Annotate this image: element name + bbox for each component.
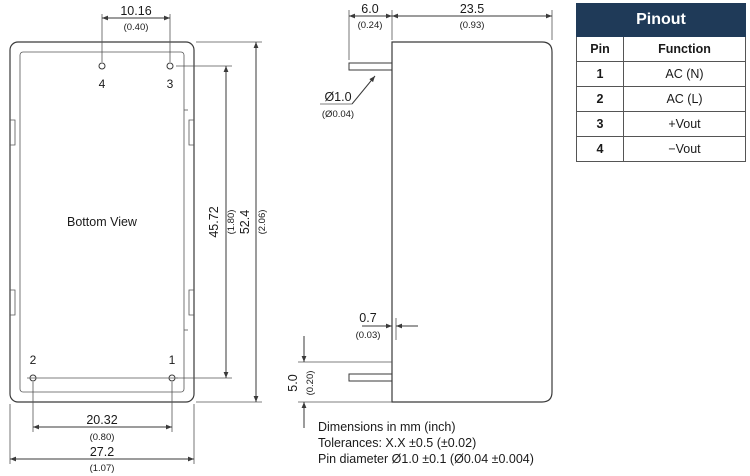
dim-pin-row-length: 45.72 (1.80) (176, 65, 237, 379)
svg-text:(2.06): (2.06) (257, 210, 268, 235)
bottom-view: 4 3 2 1 Bottom View 10.16 (0.40) 45.72 (… (9, 4, 268, 474)
svg-text:0.7: 0.7 (359, 311, 376, 325)
side-pin-bottom (348, 373, 393, 382)
dim-body-width: 27.2 (1.07) (9, 404, 195, 474)
pinout-header-pin: Pin (576, 36, 624, 62)
note-pin-diameter: Pin diameter Ø1.0 ±0.1 (Ø0.04 ±0.004) (318, 452, 534, 466)
pin-function: +Vout (623, 111, 746, 137)
pinout-row: 4 −Vout (576, 136, 746, 162)
pin-3-hole (166, 62, 174, 70)
pinout-row: 1 AC (N) (576, 61, 746, 87)
pin-label-3: 3 (167, 77, 174, 91)
dim-body-height: 23.5 (0.93) (392, 2, 553, 40)
pin-number: 1 (576, 61, 624, 87)
pin-number: 4 (576, 136, 624, 162)
dim-pin-spacing-top: 10.16 (0.40) (101, 4, 171, 62)
svg-text:(0.40): (0.40) (124, 22, 149, 33)
note-units: Dimensions in mm (inch) (318, 420, 456, 434)
note-tolerances: Tolerances: X.X ±0.5 (±0.02) (318, 436, 476, 450)
svg-text:(Ø0.04): (Ø0.04) (322, 109, 354, 120)
pinout-table: Pinout Pin Function 1 AC (N) 2 AC (L) 3 … (576, 3, 746, 162)
svg-text:5.0: 5.0 (286, 374, 300, 391)
dim-pin-offset: 5.0 (0.20) (286, 336, 392, 428)
dim-pin-length: 6.0 (0.24) (348, 2, 393, 60)
side-view: 6.0 (0.24) 23.5 (0.93) Ø1.0 (Ø0.04) 0.7 … (286, 2, 553, 428)
svg-text:45.72: 45.72 (207, 206, 221, 237)
svg-text:(0.03): (0.03) (356, 330, 381, 341)
side-pin-top (348, 62, 393, 71)
pin-function: AC (L) (623, 86, 746, 112)
pin-label-2: 2 (30, 353, 37, 367)
pinout-title: Pinout (576, 3, 746, 37)
side-notches (10, 109, 194, 331)
svg-text:Ø1.0: Ø1.0 (324, 90, 351, 104)
svg-text:(1.80): (1.80) (226, 210, 237, 235)
module-side-outline (391, 41, 553, 403)
svg-text:(0.93): (0.93) (460, 20, 485, 31)
svg-text:6.0: 6.0 (361, 2, 378, 16)
pin-number: 2 (576, 86, 624, 112)
dim-pin-diameter: Ø1.0 (Ø0.04) (320, 75, 376, 120)
pinout-header-function: Function (623, 36, 746, 62)
dim-body-length: 52.4 (2.06) (196, 41, 268, 403)
svg-text:(0.20): (0.20) (305, 371, 316, 396)
svg-text:(0.80): (0.80) (90, 432, 115, 443)
dim-pin-spacing-bottom: 20.32 (0.80) (32, 382, 173, 443)
dim-standoff: 0.7 (0.03) (356, 311, 418, 341)
svg-text:10.16: 10.16 (120, 4, 151, 18)
pinout-row: 3 +Vout (576, 111, 746, 137)
notes: Dimensions in mm (inch) Tolerances: X.X … (318, 420, 534, 466)
svg-text:27.2: 27.2 (90, 445, 114, 459)
pin-4-hole (98, 62, 106, 70)
bottom-view-label: Bottom View (67, 215, 138, 229)
pin-label-1: 1 (169, 353, 176, 367)
pin-number: 3 (576, 111, 624, 137)
svg-text:23.5: 23.5 (460, 2, 484, 16)
svg-text:(0.24): (0.24) (358, 20, 383, 31)
pin-function: AC (N) (623, 61, 746, 87)
pin-label-4: 4 (99, 77, 106, 91)
svg-text:(1.07): (1.07) (90, 463, 115, 474)
pin-function: −Vout (623, 136, 746, 162)
svg-text:52.4: 52.4 (238, 210, 252, 234)
pinout-row: 2 AC (L) (576, 86, 746, 112)
svg-text:20.32: 20.32 (86, 413, 117, 427)
